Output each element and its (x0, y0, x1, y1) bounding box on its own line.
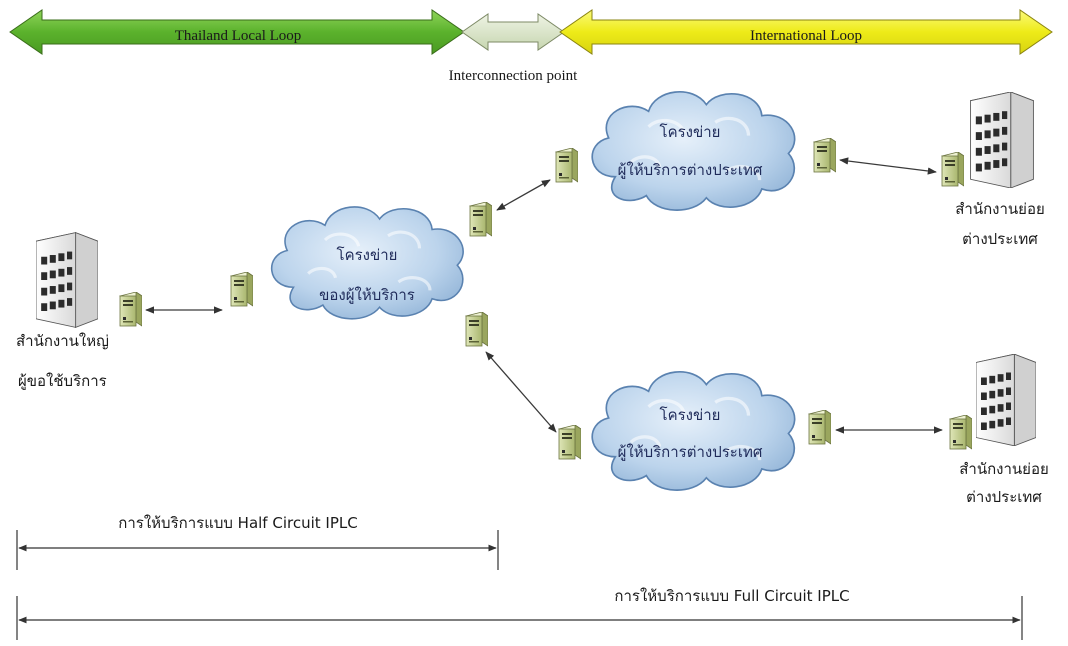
international-loop-arrow (559, 9, 1053, 55)
local-upper-gateway-server-icon (469, 202, 492, 237)
full-circuit-span (16, 596, 1023, 640)
branch-bottom-label-line1: สำนักงานย่อย (959, 460, 1049, 478)
foreign-cloud-top-line1: โครงข่าย (660, 123, 721, 141)
branch-top-building-icon (970, 92, 1034, 188)
foreign-top-ingress-server-icon (555, 148, 578, 183)
link-local-to-foreign-bottom (485, 351, 557, 433)
branch-top-server-icon (941, 152, 964, 187)
foreign-cloud-bottom-line1: โครงข่าย (660, 406, 721, 424)
interconnection-label: Interconnection point (449, 68, 579, 84)
foreign-bottom-egress-server-icon (808, 410, 831, 445)
headquarters-label-line2: ผู้ขอใช้บริการ (18, 372, 107, 390)
half-circuit-span (16, 530, 499, 570)
local-edge-server-icon (230, 272, 253, 307)
branch-bottom-building-icon (976, 354, 1036, 446)
foreign-provider-cloud-top (590, 89, 797, 212)
foreign-top-egress-server-icon (813, 138, 836, 173)
headquarters-server-icon (119, 292, 142, 327)
local-cloud-line1: โครงข่าย (337, 246, 398, 264)
full-circuit-label: การให้บริการแบบ Full Circuit IPLC (614, 587, 849, 605)
foreign-cloud-top-line2: ผู้ให้บริการต่างประเทศ (618, 161, 763, 179)
network-links (145, 157, 943, 434)
foreign-bottom-ingress-server-icon (558, 425, 581, 460)
link-local-to-foreign-top (496, 179, 551, 211)
link-foreign-top-to-branch (839, 157, 937, 175)
headquarters-label-line1: สำนักงานใหญ่ (16, 332, 109, 350)
headquarters-building-icon (36, 232, 98, 328)
local-cloud-line2: ของผู้ให้บริการ (319, 286, 415, 304)
branch-bottom-label-line2: ต่างประเทศ (966, 488, 1042, 506)
branch-bottom-server-icon (949, 415, 972, 450)
interconnection-arrow (461, 13, 565, 51)
international-loop-label: International Loop (750, 28, 862, 44)
foreign-cloud-bottom-line2: ผู้ให้บริการต่างประเทศ (618, 443, 763, 461)
branch-top-label-line2: ต่างประเทศ (962, 230, 1038, 248)
local-loop-label: Thailand Local Loop (175, 28, 302, 44)
local-lower-gateway-server-icon (465, 312, 488, 347)
branch-top-label-line1: สำนักงานย่อย (955, 200, 1045, 218)
half-circuit-label: การให้บริการแบบ Half Circuit IPLC (118, 514, 357, 532)
foreign-provider-cloud-bottom (590, 369, 797, 492)
